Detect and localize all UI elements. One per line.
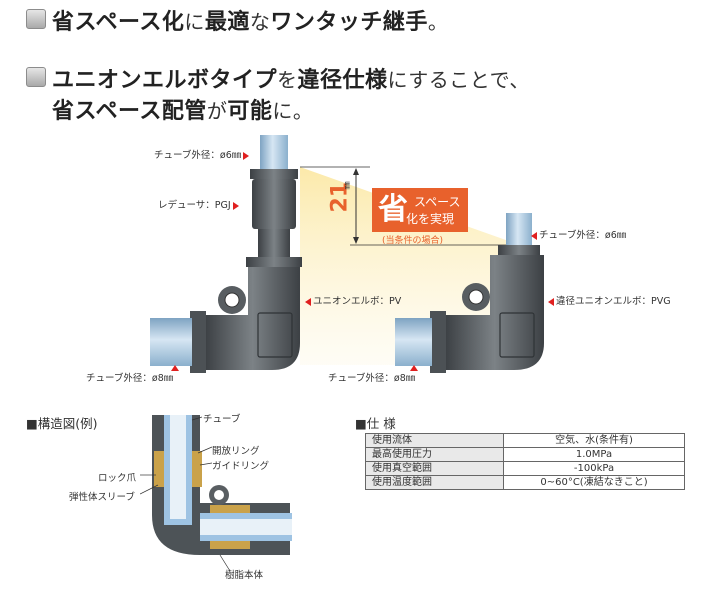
- label-reducing-elbow: 違径ユニオンエルボ：PVG: [548, 293, 671, 307]
- label-lock-claw: ロック爪: [98, 473, 137, 484]
- dimension-value: 21: [327, 181, 353, 213]
- label-reducer: レデューサ：PGJ: [158, 197, 239, 211]
- arrow-left-icon: [548, 297, 554, 306]
- space-saving-badge: 省 スペース 化を実現: [372, 188, 468, 232]
- label-tube: チューブ: [203, 414, 241, 425]
- structure-title: ■構造図(例): [26, 416, 98, 431]
- arrow-right-icon: [243, 151, 250, 160]
- label-tube-bottom-mid: チューブ外径：ø8㎜: [328, 373, 416, 384]
- label-tube-bottom-left: チューブ外径：ø8㎜: [86, 373, 174, 384]
- tube-right: [506, 213, 532, 245]
- tube-bottom-left: [150, 318, 192, 366]
- structure-diagram: [140, 415, 292, 572]
- label-tube-top-left: チューブ外径：ø6㎜: [154, 147, 250, 161]
- headline-3: 省スペース配管が可能に。: [52, 99, 314, 124]
- reducer-body: [252, 179, 296, 229]
- arrow-left-icon: [305, 297, 311, 306]
- label-elastic-sleeve: 弾性体スリーブ: [69, 492, 135, 503]
- tube-bottom-mid: [395, 318, 432, 366]
- arrow-up-icon: [410, 357, 418, 376]
- bullet-square-icon: [26, 9, 46, 29]
- spec-table: 使用流体 空気、水(条件有) 最高使用圧力 1.0MPa 使用真空範囲 -100…: [365, 433, 685, 490]
- label-resin-body: 樹脂本体: [225, 570, 264, 581]
- headline-1: 省スペース化に最適なワンタッチ継手。: [52, 10, 449, 35]
- table-row: 最高使用圧力 1.0MPa: [365, 447, 685, 462]
- table-row: 使用真空範囲 -100kPa: [365, 461, 685, 476]
- union-elbow-body: [205, 267, 300, 370]
- arrow-up-icon: [171, 357, 179, 376]
- reducing-elbow-body: [445, 255, 544, 370]
- dimension-unit: ㎜: [342, 181, 352, 190]
- label-union-elbow: ユニオンエルボ：PV: [305, 293, 401, 307]
- tube-top-left: [260, 135, 288, 169]
- label-guide-ring: ガイドリング: [212, 461, 270, 472]
- bullet-square-icon: [26, 67, 46, 87]
- table-row: 使用温度範囲 0~60°C(凍結なきこと): [365, 475, 685, 490]
- label-release-ring: 開放リング: [212, 446, 260, 457]
- fitting-illustration: [150, 135, 544, 373]
- arrow-right-icon: [232, 201, 239, 210]
- table-row: 使用流体 空気、水(条件有): [365, 433, 685, 448]
- badge-note: (当条件の場合): [382, 236, 444, 246]
- label-tube-right: チューブ外径：ø6㎜: [531, 227, 626, 241]
- spec-title: ■仕 様: [355, 416, 396, 431]
- headline-2: ユニオンエルボタイプを違径仕様にすることで、: [52, 68, 530, 93]
- arrow-left-icon: [531, 231, 537, 240]
